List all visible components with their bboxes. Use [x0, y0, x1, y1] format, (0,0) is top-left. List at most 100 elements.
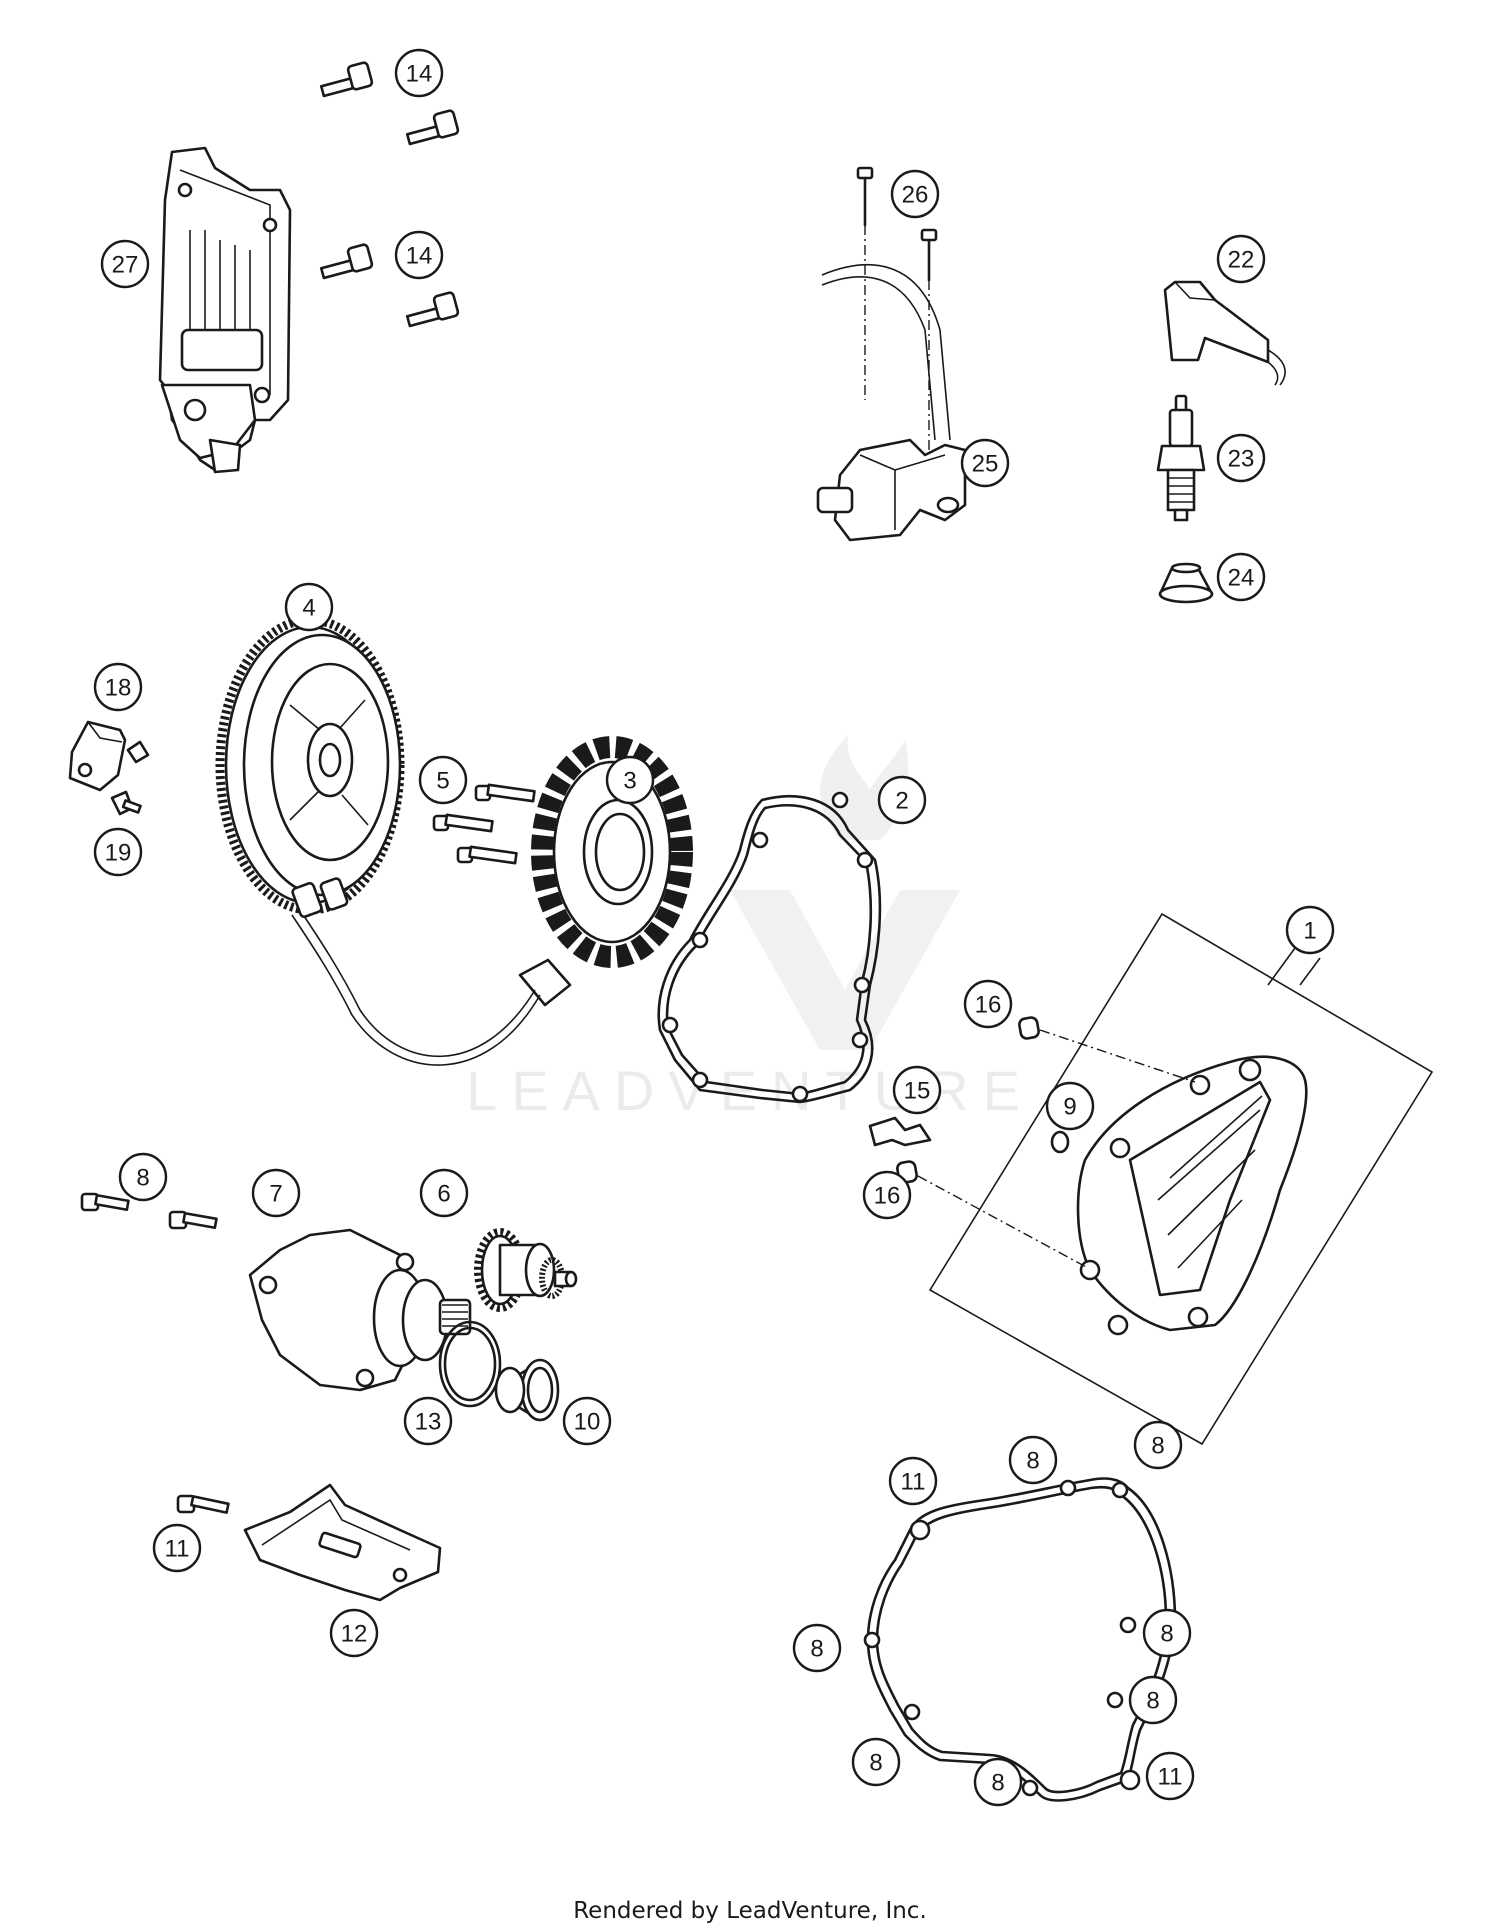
- leader-lines: [1267, 947, 1296, 986]
- callout-label: 22: [1228, 247, 1255, 274]
- callout-label: 23: [1228, 446, 1255, 473]
- callout-c12: 12: [329, 1608, 379, 1658]
- callout-label: 13: [415, 1409, 442, 1436]
- callout-c11a: 11: [888, 1456, 938, 1506]
- sleeve-part-10: [494, 1358, 560, 1422]
- callout-label: 8: [1151, 1433, 1164, 1460]
- callout-c14a: 14: [394, 48, 444, 98]
- cover-gasket-part-2: [657, 791, 882, 1104]
- callout-c1: 1: [1285, 905, 1335, 955]
- callout-circle: [1216, 433, 1266, 483]
- callout-circle: [93, 662, 143, 712]
- callout-circle: [418, 755, 468, 805]
- callout-c9: 9: [1045, 1081, 1095, 1131]
- callout-circle: [1045, 1081, 1095, 1131]
- bolt-14-top-a: [319, 61, 374, 98]
- cover-gasket-large: [863, 1477, 1177, 1802]
- callout-circle: [1142, 1608, 1192, 1658]
- callout-c19: 19: [93, 827, 143, 877]
- callout-label: 8: [869, 1750, 882, 1777]
- callout-label: 8: [1146, 1688, 1159, 1715]
- callout-circle: [862, 1170, 912, 1220]
- callout-label: 24: [1228, 565, 1255, 592]
- callout-c10: 10: [562, 1396, 612, 1446]
- callout-c5: 5: [418, 755, 468, 805]
- callout-c27: 27: [100, 239, 150, 289]
- callout-circle: [963, 979, 1013, 1029]
- callout-circle: [973, 1757, 1023, 1807]
- ignition-coil-part-25: [816, 264, 967, 542]
- callout-label: 27: [112, 252, 139, 279]
- dowel-part-16-top: [1018, 1016, 1196, 1083]
- callout-label: 10: [574, 1409, 601, 1436]
- callout-c15: 15: [892, 1065, 942, 1115]
- stator-part-3: [291, 736, 693, 1066]
- starter-bolt-part-8-b: [168, 1210, 218, 1230]
- callout-c8c: 8: [1133, 1420, 1183, 1470]
- callout-label: 8: [1160, 1621, 1173, 1648]
- callout-label: 11: [165, 1536, 190, 1563]
- callout-circle: [118, 1152, 168, 1202]
- callout-c8b: 8: [1008, 1435, 1058, 1485]
- callout-circle: [1285, 905, 1335, 955]
- callout-c16a: 16: [963, 979, 1013, 1029]
- callout-c8h: 8: [973, 1757, 1023, 1807]
- callout-c3: 3: [605, 755, 655, 805]
- callout-label: 26: [902, 182, 929, 209]
- callout-c16b: 16: [862, 1170, 912, 1220]
- callout-label: 9: [1063, 1094, 1076, 1121]
- bolt-14-top-b: [405, 109, 460, 146]
- callout-circle: [93, 827, 143, 877]
- callout-label: 8: [1026, 1448, 1039, 1475]
- callout-label: 2: [895, 788, 908, 815]
- callout-label: 19: [105, 840, 132, 867]
- callout-circle: [284, 582, 334, 632]
- sensor-part-18: [68, 720, 150, 792]
- callout-label: 18: [105, 675, 132, 702]
- stator-bolts-part-5: [432, 783, 536, 865]
- callout-c11c: 11: [1145, 1751, 1195, 1801]
- callout-c8g: 8: [851, 1737, 901, 1787]
- callout-c13: 13: [403, 1396, 453, 1446]
- callout-label: 6: [437, 1181, 450, 1208]
- callout-c25: 25: [960, 438, 1010, 488]
- seal-ring-part-24: [1158, 562, 1214, 604]
- callout-circle: [1216, 234, 1266, 284]
- callout-circle: [1008, 1435, 1058, 1485]
- callout-label: 4: [302, 595, 315, 622]
- callout-c8d: 8: [792, 1623, 842, 1673]
- callout-label: 14: [406, 61, 433, 88]
- oring-part-9: [1050, 1130, 1070, 1154]
- callout-c8e: 8: [1142, 1608, 1192, 1658]
- callout-circle: [1128, 1675, 1178, 1725]
- callout-c4: 4: [284, 582, 334, 632]
- callout-circle: [251, 1168, 301, 1218]
- dowel-part-16-bottom: [896, 1160, 1089, 1269]
- callout-circle: [1145, 1751, 1195, 1801]
- callout-circle: [851, 1737, 901, 1787]
- ignition-cover-part-1: [928, 912, 1434, 1446]
- callout-label: 5: [436, 768, 449, 795]
- callout-c18: 18: [93, 662, 143, 712]
- callout-label: 16: [975, 992, 1002, 1019]
- starter-guard-part-12: [243, 1483, 442, 1602]
- starter-bolt-part-8-a: [80, 1192, 130, 1212]
- callout-label: 8: [991, 1770, 1004, 1797]
- callout-c26: 26: [890, 169, 940, 219]
- callout-label: 14: [406, 243, 433, 270]
- callout-c14b: 14: [394, 230, 444, 280]
- callout-label: 15: [904, 1078, 931, 1105]
- oring-part-13: [438, 1320, 502, 1408]
- callout-circle: [1216, 552, 1266, 602]
- callout-circle: [877, 775, 927, 825]
- callout-label: 8: [136, 1165, 149, 1192]
- callout-label: 25: [972, 451, 999, 478]
- bolt-14-mid-b: [405, 291, 460, 328]
- callout-label: 16: [874, 1183, 901, 1210]
- bolt-part-19: [110, 790, 142, 816]
- watermark-text: LEADVENTURE: [466, 1059, 1034, 1122]
- callout-circle: [329, 1608, 379, 1658]
- callout-circle: [100, 239, 150, 289]
